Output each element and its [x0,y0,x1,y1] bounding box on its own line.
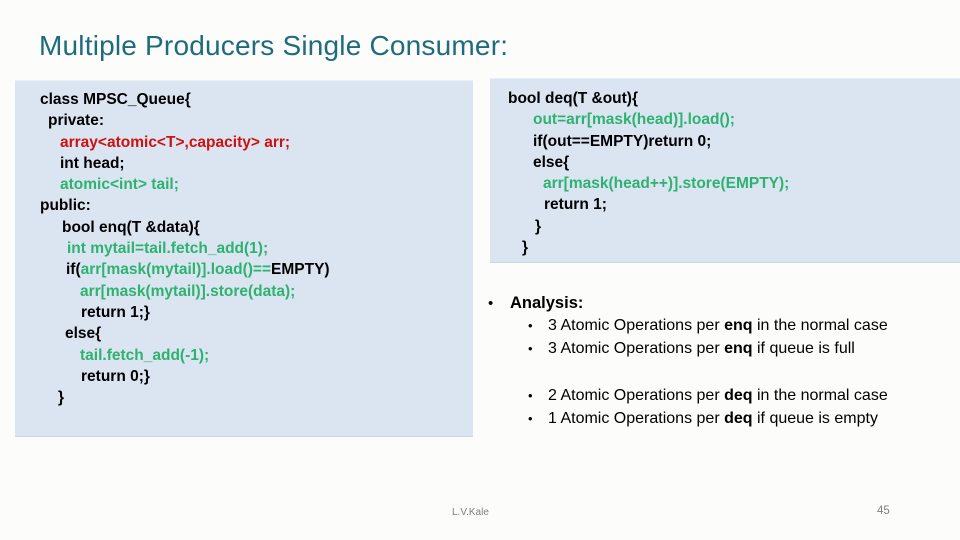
code-segment: arr[mask(head++)].store(EMPTY); [543,175,790,193]
code-segment: int head; [60,154,125,172]
bullet-marker: • [528,340,533,356]
analysis-heading-row: • Analysis: [488,294,960,313]
code-segment: int mytail=tail.fetch_add(1); [67,240,269,258]
analysis-item-text: 3 Atomic Operations per enq if queue is … [548,339,855,357]
code-segment: tail.fetch_add(-1); [80,346,210,364]
enqueue-code-block: class MPSC_Queue{ private: array<atomic<T>… [15,80,473,437]
code-segment: } [535,217,542,235]
code-segment: else{ [533,153,570,171]
analysis-item: • 3 Atomic Operations per enq if queue is… [488,340,960,363]
code-segment: } [522,239,529,257]
bullet-marker: • [488,295,494,312]
footer-author: L.V.Kale [452,507,489,518]
analysis-item: • 3 Atomic Operations per enq in the norm… [488,317,960,340]
analysis-section: • Analysis: • 3 Atomic Operations per enq i… [488,294,960,457]
analysis-item-text: 1 Atomic Operations per deq if queue is … [548,409,878,427]
code-line: if(arr[mask(mytail)].load()==EMPTY) [40,259,473,280]
code-line: public: [40,195,473,216]
code-line: class MPSC_Queue{ [40,89,473,110]
code-line: array<atomic<T>,capacity> arr; [40,132,473,153]
slide-title: Multiple Producers Single Consumer: [39,30,509,61]
code-line: int head; [40,153,473,174]
bullet-marker: • [528,318,533,333]
dequeue-code-block: bool deq(T &out){ out=arr[mask(head)].loa… [490,78,960,263]
analysis-item-text: 3 Atomic Operations per enq in the norma… [548,317,888,334]
code-line: int mytail=tail.fetch_add(1); [40,238,473,259]
code-line: out=arr[mask(head)].load(); [508,109,960,130]
code-segment: } [58,389,65,407]
code-line: } [508,237,960,258]
code-segment: else{ [65,325,102,343]
code-segment: EMPTY) [271,261,330,279]
code-segment: atomic<int> tail; [60,176,179,194]
code-segment: if(out==EMPTY)return 0; [533,132,712,150]
code-line: } [40,387,473,408]
code-line: atomic<int> tail; [40,174,473,195]
bullet-marker: • [528,388,533,403]
code-line: } [508,216,960,237]
code-line: return 1; [508,194,960,215]
code-line: private: [40,110,473,131]
code-segment: public: [40,197,91,215]
code-segment: arr[mask(mytail)].store(data); [80,282,296,300]
code-line: return 1;} [40,302,473,323]
code-segment: if( [66,261,81,279]
code-line: tail.fetch_add(-1); [40,345,473,366]
code-segment: arr[mask(mytail)].load()== [80,261,272,279]
analysis-item: • 1 Atomic Operations per deq if queue is… [488,410,960,433]
page-number: 45 [877,505,890,517]
analysis-group: • 3 Atomic Operations per enq in the norm… [488,317,960,362]
code-segment: return 0;} [81,367,150,385]
analysis-item: • 2 Atomic Operations per deq in the norm… [488,387,960,410]
code-line: bool deq(T &out){ [508,88,960,109]
code-segment: out=arr[mask(head)].load(); [533,111,735,129]
analysis-group: • 2 Atomic Operations per deq in the norm… [488,387,960,432]
code-line: return 0;} [40,366,473,387]
code-line: bool enq(T &data){ [40,217,473,238]
code-segment: return 1;} [81,303,150,321]
code-segment: class MPSC_Queue{ [40,91,191,108]
code-line: arr[mask(head++)].store(EMPTY); [508,173,960,194]
code-segment: bool deq(T &out){ [508,90,638,107]
code-line: if(out==EMPTY)return 0; [508,131,960,152]
code-segment: bool enq(T &data){ [62,218,200,236]
bullet-marker: • [528,410,533,426]
code-segment: private: [48,112,104,130]
code-segment: return 1; [544,196,607,214]
analysis-item-text: 2 Atomic Operations per deq in the norma… [548,387,888,404]
code-segment: array<atomic<T>,capacity> arr; [60,133,291,151]
code-line: arr[mask(mytail)].store(data); [40,281,473,302]
code-line: else{ [40,323,473,344]
analysis-heading: Analysis: [510,294,584,312]
code-line: else{ [508,152,960,173]
